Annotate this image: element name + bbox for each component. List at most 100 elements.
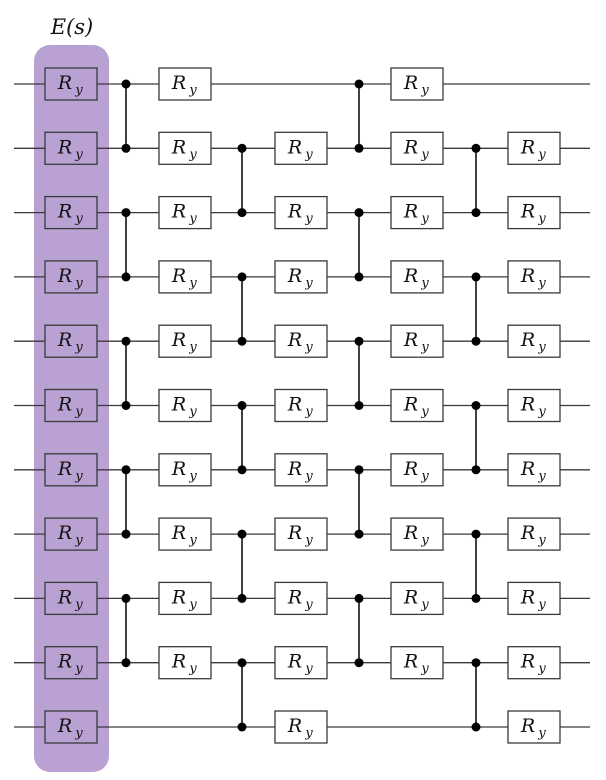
cz-gate-l2-q3-4 — [237, 272, 247, 346]
gate-subscript: y — [420, 469, 429, 484]
cz-gate-l4-q2-3 — [354, 208, 364, 282]
control-dot — [237, 465, 247, 475]
control-dot — [237, 529, 247, 539]
gate-box — [274, 324, 328, 358]
encoding-block-title: E(s) — [50, 15, 94, 39]
cz-gate-l4-q0-1 — [354, 79, 364, 153]
gate-box — [158, 388, 212, 423]
gate-box — [158, 260, 212, 294]
gate-subscript: y — [74, 147, 83, 162]
gate-label: R — [403, 136, 418, 158]
control-dot — [237, 272, 247, 282]
gate-box — [390, 324, 444, 358]
gate-box — [44, 581, 98, 616]
gate-box — [44, 710, 98, 744]
gate-subscript: y — [304, 405, 313, 420]
control-dot — [471, 143, 481, 153]
gate-subscript: y — [188, 405, 197, 420]
gate-subscript: y — [304, 469, 313, 484]
cz-gate-l0-q2-3 — [121, 208, 131, 282]
cz-gate-l6-q9-10 — [471, 658, 481, 732]
gate-box — [390, 131, 444, 165]
gate-subscript: y — [537, 147, 546, 162]
gate-label: R — [403, 72, 418, 94]
gate-subscript: y — [74, 469, 83, 484]
gate-label: R — [57, 394, 72, 416]
gate-label: R — [171, 586, 186, 608]
cz-gate-l6-q7-8 — [471, 529, 481, 603]
control-dot — [354, 465, 364, 475]
gate-label: R — [403, 651, 418, 673]
gate-label: R — [403, 329, 418, 351]
gate-box — [507, 710, 561, 744]
cz-gate-l0-q8-9 — [121, 593, 131, 668]
gate-subscript: y — [188, 662, 197, 677]
gate-box — [44, 131, 98, 165]
gate-label: R — [287, 586, 302, 608]
gate-box — [507, 581, 561, 616]
gate-box — [274, 517, 328, 551]
control-dot — [471, 465, 481, 475]
control-dot — [471, 529, 481, 539]
cz-gate-l2-q5-6 — [237, 401, 247, 475]
gate-label: R — [520, 394, 535, 416]
gate-subscript: y — [188, 340, 197, 355]
gate-box — [390, 388, 444, 423]
gate-subscript: y — [74, 662, 83, 677]
gate-label: R — [57, 72, 72, 94]
gate-subscript: y — [537, 340, 546, 355]
gate-label: R — [287, 458, 302, 480]
gate-subscript: y — [74, 405, 83, 420]
gate-label: R — [520, 201, 535, 223]
cz-gate-l4-q8-9 — [354, 593, 364, 668]
gate-box — [158, 581, 212, 616]
gate-label: R — [57, 201, 72, 223]
gate-subscript: y — [188, 597, 197, 612]
gate-label: R — [287, 394, 302, 416]
gate-label: R — [171, 394, 186, 416]
gate-box — [44, 453, 98, 487]
gate-label: R — [57, 522, 72, 544]
control-dot — [121, 208, 131, 218]
gate-box — [507, 195, 561, 230]
gate-subscript: y — [537, 726, 546, 741]
gate-subscript: y — [420, 405, 429, 420]
cz-gate-l0-q0-1 — [121, 79, 131, 153]
gate-subscript: y — [537, 533, 546, 548]
gate-label: R — [57, 329, 72, 351]
gate-subscript: y — [74, 340, 83, 355]
control-dot — [237, 593, 247, 603]
gate-subscript: y — [304, 533, 313, 548]
control-dot — [354, 272, 364, 282]
gate-box — [507, 453, 561, 487]
gate-box — [507, 324, 561, 358]
gate-box — [44, 260, 98, 294]
cz-gate-l2-q7-8 — [237, 529, 247, 603]
control-dot — [354, 336, 364, 346]
cz-gate-l0-q6-7 — [121, 465, 131, 539]
gate-box — [390, 67, 444, 101]
control-dot — [237, 722, 247, 732]
gate-box — [507, 131, 561, 165]
gate-box — [274, 710, 328, 744]
control-dot — [354, 401, 364, 410]
gate-subscript: y — [304, 597, 313, 612]
control-dot — [471, 336, 481, 346]
gate-subscript: y — [537, 212, 546, 227]
